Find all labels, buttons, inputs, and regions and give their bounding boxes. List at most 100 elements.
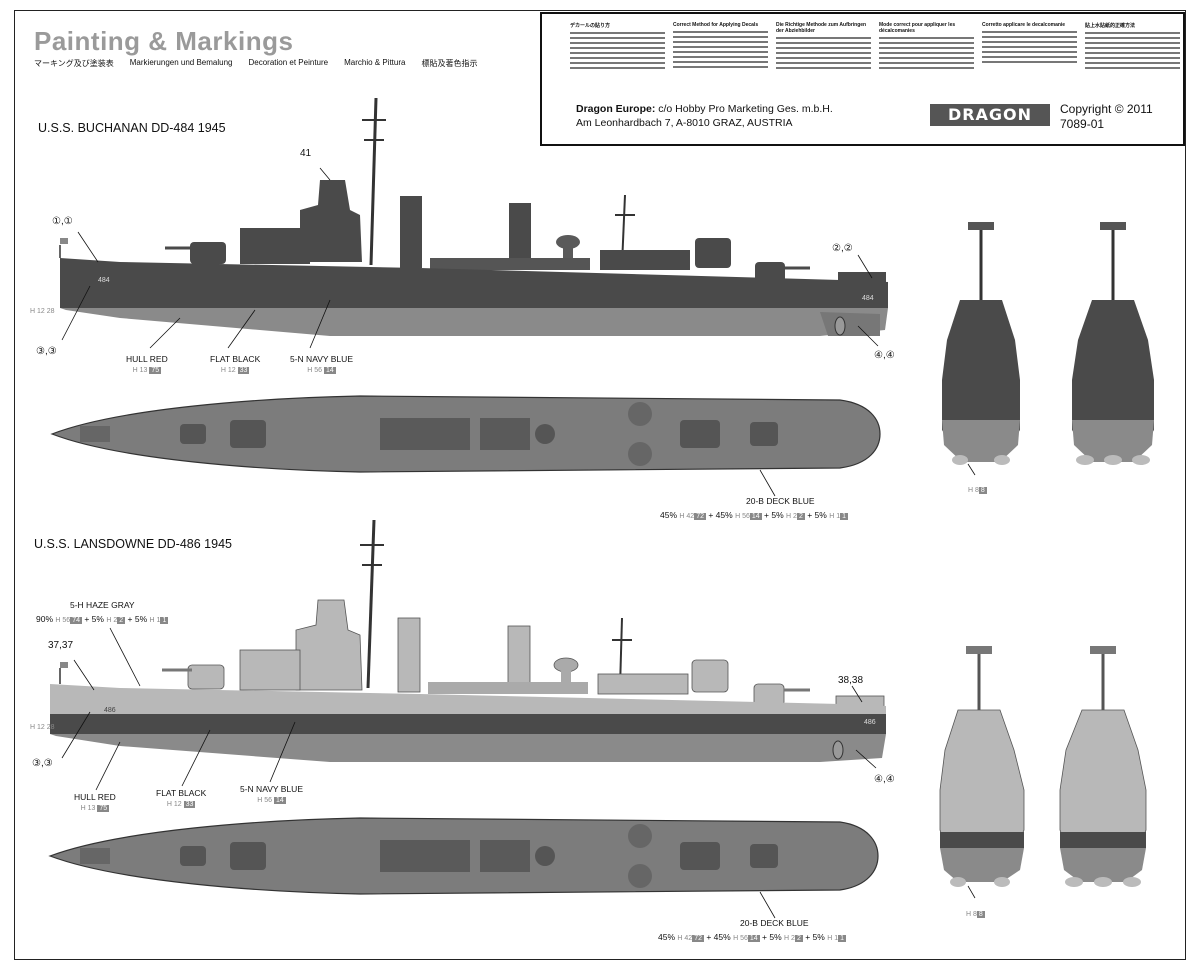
copyright-text: Copyright © 2011 <box>1060 102 1153 116</box>
instruction-sheet <box>14 10 1186 960</box>
instr-head: Correct Method for Applying Decals <box>673 22 759 28</box>
mix-code: H 56 <box>55 617 71 624</box>
mix-box: 1 <box>160 617 169 624</box>
callout-2: ②,② <box>832 243 853 254</box>
callout-3: ③,③ <box>32 758 53 769</box>
code-box: 14 <box>324 367 336 374</box>
mix-box: 14 <box>747 935 760 942</box>
label-deck-blue: 20-B DECK BLUE <box>746 496 815 506</box>
code-text: H 13 <box>80 805 96 812</box>
code-text: H 56 <box>257 797 272 804</box>
label-deck-blue: 20-B DECK BLUE <box>740 918 809 928</box>
mix-pct: + 5% <box>762 932 782 942</box>
code-box: 14 <box>274 797 286 804</box>
instr-head: 貼上水貼紙的正確方法 <box>1085 23 1136 29</box>
address-line-2: Am Leonhardbach 7, A-8010 GRAZ, AUSTRIA <box>576 117 793 129</box>
instr-col-en: Correct Method for Applying Decals <box>673 22 768 104</box>
hull-number-bow: 486 <box>104 707 116 714</box>
ship1-name: U.S.S. BUCHANAN DD-484 1945 <box>38 121 226 135</box>
subtitle-de: Markierungen und Bemalung <box>129 58 233 67</box>
instr-head: Corretto applicare le decalcomanie <box>982 22 1066 28</box>
code-text: H 56 <box>307 367 322 374</box>
subtitle-fr: Decoration et Peinture <box>248 58 329 67</box>
mix-code: H 8 <box>966 911 977 918</box>
mix-code: H 1 <box>149 617 161 624</box>
mix-box: 2 <box>796 513 805 520</box>
code-box: 75 <box>97 805 110 812</box>
lansdowne-deck-plan <box>48 817 879 919</box>
code-box: 75 <box>149 367 162 374</box>
lansdowne-stern-view <box>1059 646 1147 887</box>
mix-code: H 2 <box>786 513 797 520</box>
label-text: 5-N NAVY BLUE <box>290 354 353 364</box>
subtitle-row: マーキング及び塗装表 Markierungen und Bemalung Dec… <box>34 58 477 69</box>
mix-code: H 1 <box>829 513 841 520</box>
buchanan-deck-plan <box>50 395 881 497</box>
code-box: 33 <box>183 801 196 808</box>
mix-box: 1 <box>838 935 847 942</box>
callout-4: ④,④ <box>874 774 895 785</box>
mix-code: H 1 <box>827 935 839 942</box>
copyright-block: Copyright © 2011 7089-01 <box>1060 102 1153 132</box>
hull-number-stern: 486 <box>864 719 876 726</box>
mix-box: 72 <box>694 513 706 520</box>
code-text: H 13 <box>132 367 148 374</box>
hull-number-stern: 484 <box>862 295 874 302</box>
callout-41: 41 <box>300 148 312 159</box>
mix-box: 2 <box>117 617 126 624</box>
instr-col-it: Corretto applicare le decalcomanie <box>982 22 1077 104</box>
instr-col-fr: Mode correct pour appliquer les décalcom… <box>879 22 974 104</box>
mix-code: H 2 <box>106 617 118 624</box>
mix-pct: + 5% <box>764 510 784 520</box>
mix-box: 1 <box>840 513 849 520</box>
mix-pct: 90% <box>36 614 54 624</box>
label-text: FLAT BLACK <box>156 788 207 798</box>
mix-pct: 45% <box>660 510 678 520</box>
mix-pct: + 5% <box>84 614 104 624</box>
label-text: HULL RED <box>74 792 116 802</box>
instr-col-jp: デカールの貼り方 <box>570 22 665 104</box>
label-text: FLAT BLACK <box>210 354 261 364</box>
mix-box: 8 <box>976 911 985 918</box>
mix-box: 74 <box>70 617 82 624</box>
mix-pct: + 5% <box>127 614 148 624</box>
lansdowne-side-profile <box>50 519 886 791</box>
callout-4: ④,④ <box>874 350 895 361</box>
ship2-name: U.S.S. LANSDOWNE DD-486 1945 <box>34 537 232 551</box>
lansdowne-bow-view <box>939 646 1025 899</box>
mix-pct: + 45% <box>708 510 733 520</box>
callout-3: ③,③ <box>36 346 57 357</box>
mix-pct: + 5% <box>805 932 825 942</box>
instr-col-de: Die Richtige Methode zum Aufbringen der … <box>776 22 871 104</box>
address-label: Dragon Europe: <box>576 103 656 115</box>
buchanan-stern-view <box>1072 222 1154 465</box>
mix-pct: 45% <box>658 932 676 942</box>
address-block: Dragon Europe: c/o Hobby Pro Marketing G… <box>576 102 833 130</box>
mix-box: 14 <box>749 513 762 520</box>
decal-instructions: デカールの貼り方 Correct Method for Applying Dec… <box>570 22 1180 104</box>
decal-info-box: デカールの貼り方 Correct Method for Applying Dec… <box>540 12 1185 146</box>
instr-head: デカールの貼り方 <box>570 23 611 29</box>
mix-box: 8 <box>978 487 987 494</box>
callout-37: 37,37 <box>48 640 74 651</box>
code-text: H 12 <box>220 367 236 374</box>
mix-pct: + 45% <box>706 932 731 942</box>
instr-head: Mode correct pour appliquer les décalcom… <box>879 22 956 34</box>
mix-code: H 42 <box>677 935 693 942</box>
buchanan-bow-view <box>942 222 1020 476</box>
hull-number-bow: 484 <box>98 277 110 284</box>
mix-box: 72 <box>692 935 704 942</box>
instr-head: Die Richtige Methode zum Aufbringen der … <box>776 22 867 34</box>
